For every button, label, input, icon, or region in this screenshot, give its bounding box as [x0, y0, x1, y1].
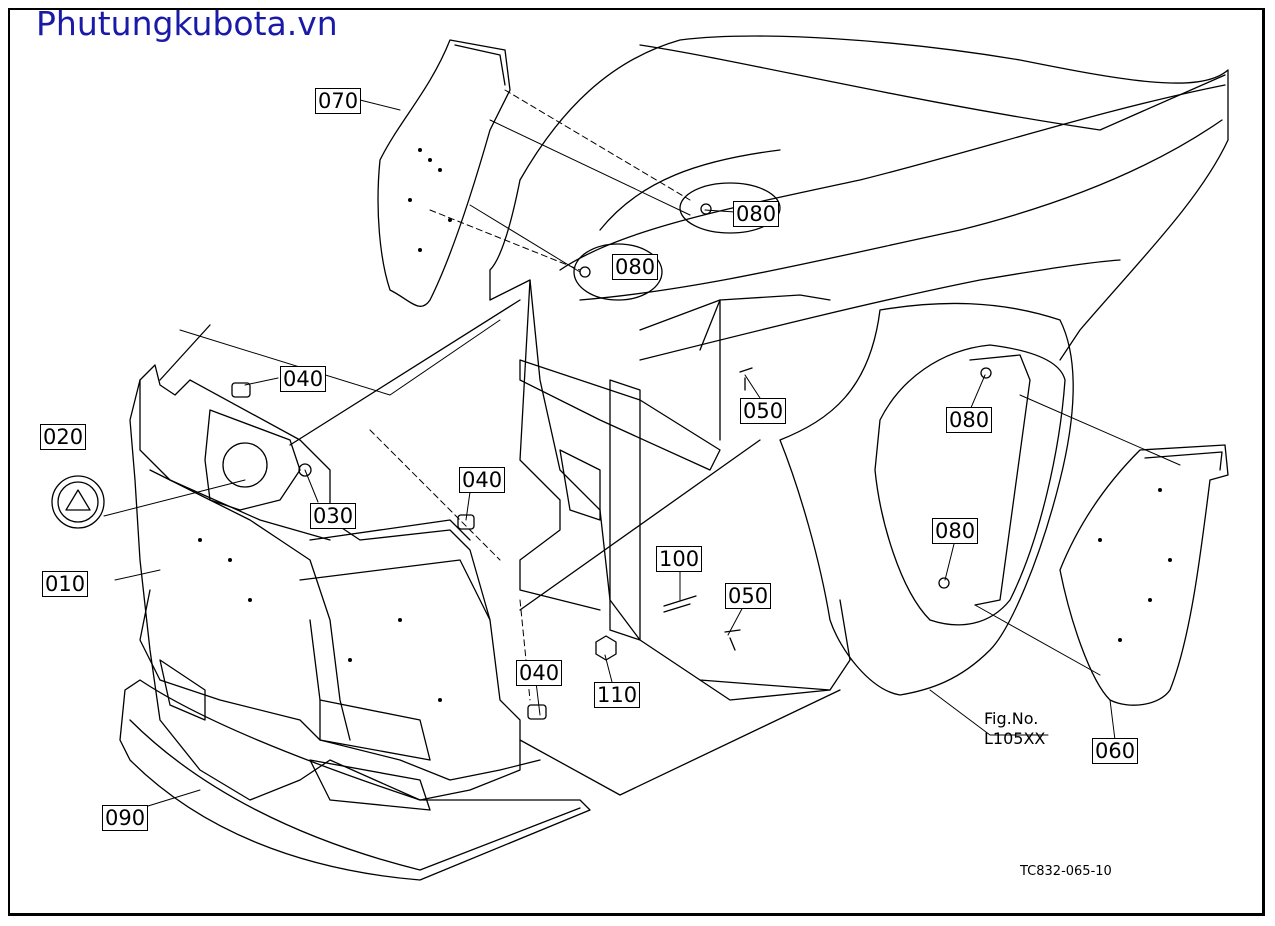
callout-080-right-lower: 080: [932, 518, 979, 544]
side-panel-recess: [874, 344, 1066, 626]
callout-080-mid: 080: [612, 254, 659, 280]
callout-110: 110: [594, 682, 641, 708]
hood-outline: [519, 35, 1229, 361]
emblem-020: [51, 475, 105, 529]
grille-panel-070: [377, 39, 511, 307]
drawing-frame: [8, 8, 1265, 916]
grille-top-shelf: [309, 519, 471, 541]
bottom-seal-090: [119, 679, 591, 881]
callout-040-middle: 040: [459, 467, 506, 493]
callout-050-lower: 050: [725, 583, 772, 609]
callout-080-right-upper: 080: [946, 407, 993, 433]
hood-upper-crease: [639, 44, 1226, 131]
side-panel: [779, 302, 1074, 696]
callout-090: 090: [102, 805, 149, 831]
lower-bumper: [139, 589, 541, 781]
callout-040-lower: 040: [516, 660, 563, 686]
emblem-mount: [204, 409, 301, 511]
hood-lower-edge: [639, 259, 1121, 361]
hood-side-line: [559, 84, 1226, 271]
callout-050-upper: 050: [740, 398, 787, 424]
figure-label-line2: L105XX: [984, 729, 1046, 748]
callout-070: 070: [315, 88, 362, 114]
callout-020: 020: [40, 424, 87, 450]
figure-reference: Fig.No. L105XX: [984, 709, 1045, 749]
front-grille-shell: [129, 364, 521, 801]
callout-040-upper: 040: [280, 366, 327, 392]
callout-010: 010: [42, 571, 89, 597]
drawing-code: TC832-065-10: [1020, 864, 1112, 879]
callout-080-top: 080: [733, 201, 780, 227]
callout-030: 030: [310, 503, 357, 529]
site-watermark: Phutungkubota.vn: [36, 4, 338, 43]
figure-label-line1: Fig.No.: [984, 709, 1039, 728]
callout-060: 060: [1092, 738, 1139, 764]
callout-100: 100: [656, 546, 703, 572]
